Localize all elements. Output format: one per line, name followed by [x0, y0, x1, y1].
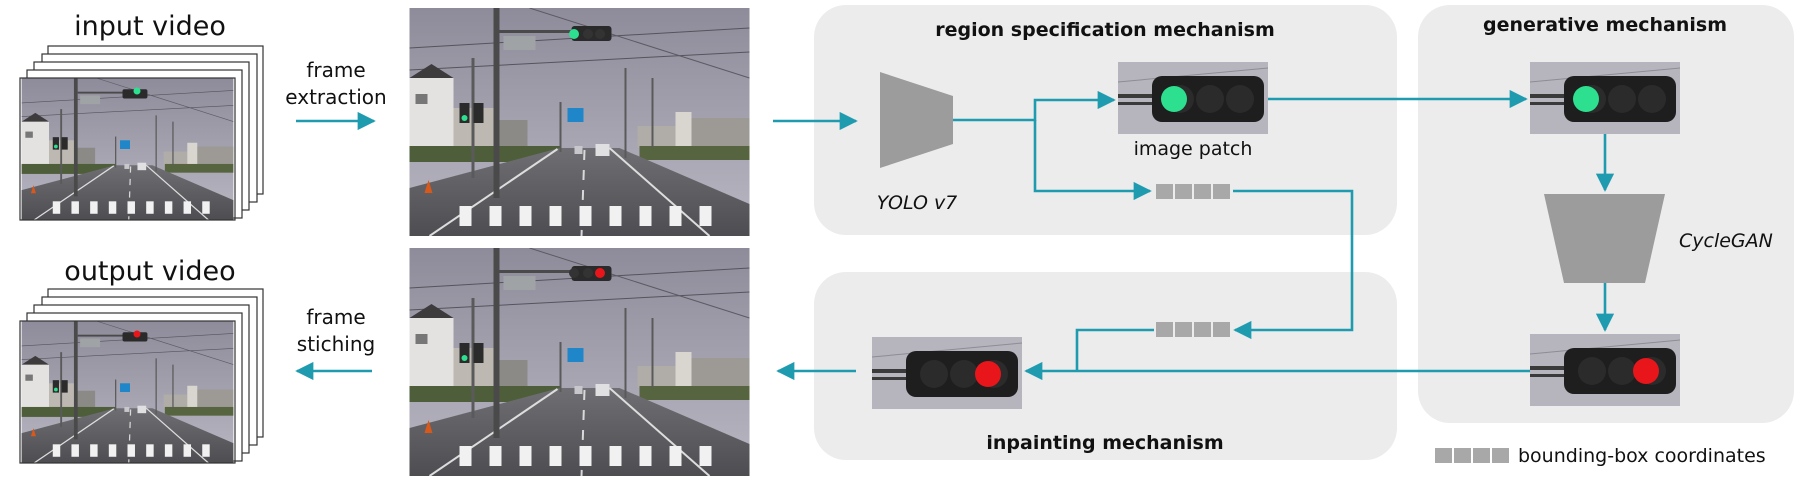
yolo-block: [880, 72, 953, 168]
arrow-to-image-patch: [953, 90, 1116, 122]
image-patch-label: image patch: [1134, 138, 1253, 160]
arrow-bbox-down: [1233, 189, 1354, 340]
frame-extraction-label-1: frame: [306, 58, 365, 82]
output-frame: [408, 248, 751, 476]
generative-patch-red: [1530, 334, 1680, 406]
bbox-legend-label: bounding-box coordinates: [1518, 445, 1766, 467]
input-frame: [408, 8, 751, 236]
inpainting-patch-red: [872, 337, 1022, 409]
bbox-legend-icon: [1435, 448, 1509, 463]
generative-title: generative mechanism: [1483, 14, 1727, 36]
arrow-bbox-to-inpainting: [1075, 328, 1154, 371]
red-signal-icon: [133, 330, 141, 338]
region-spec-title: region specification mechanism: [935, 19, 1275, 41]
image-patch-green: [1118, 62, 1268, 134]
output-video-label: output video: [64, 256, 235, 287]
cyclegan-block: [1544, 194, 1665, 283]
input-video-stack: [19, 45, 264, 221]
frame-stiching-label-1: frame: [306, 305, 365, 329]
bbox-coords-mid: [1156, 322, 1230, 337]
cyclegan-label: CycleGAN: [1679, 230, 1773, 252]
frame-extraction-label-2: extraction: [285, 85, 386, 109]
green-signal-icon: [133, 87, 141, 95]
frame-stiching-label-2: stiching: [297, 332, 375, 356]
output-video-stack: [19, 288, 264, 464]
yolo-label: YOLO v7: [877, 192, 958, 214]
arrow-to-bbox: [1033, 120, 1152, 201]
inpainting-title: inpainting mechanism: [986, 432, 1223, 454]
generative-patch-green: [1530, 62, 1680, 134]
input-video-label: input video: [74, 11, 226, 42]
bbox-coords-top: [1156, 184, 1230, 199]
inpainting-panel: [814, 272, 1397, 460]
